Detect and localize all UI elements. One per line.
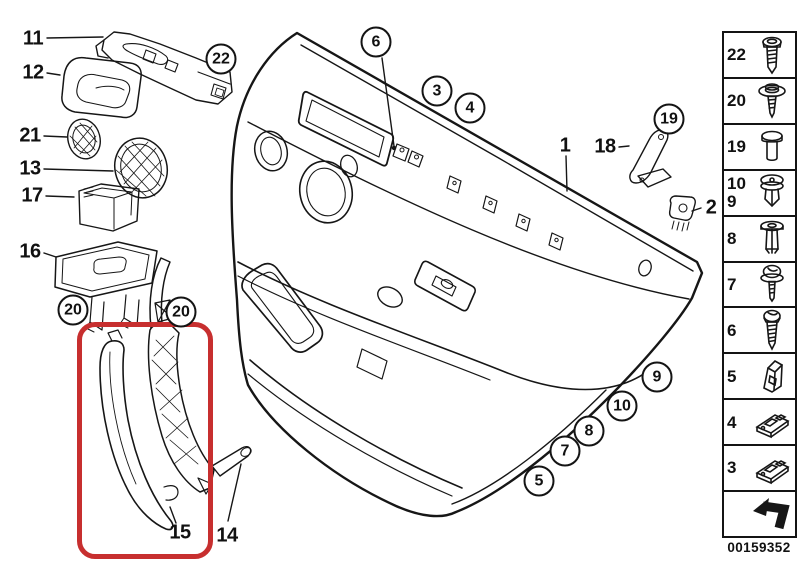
callout-9[interactable]: 9 — [641, 361, 673, 393]
legend-number: 10 — [727, 174, 746, 194]
legend-row-7[interactable]: 7 — [724, 263, 795, 309]
legend-row-labels: 20 — [727, 91, 749, 111]
mount-bracket-icon — [749, 451, 794, 485]
legend-row-4[interactable]: 4 — [724, 400, 795, 447]
legend-row-labels: 22 — [727, 45, 749, 65]
callout-10[interactable]: 10 — [606, 390, 638, 422]
expansion-rivet-icon — [749, 219, 794, 259]
callout-19[interactable]: 19 — [653, 103, 685, 135]
callout-13[interactable]: 13 — [19, 157, 41, 180]
legend-row-5[interactable]: 5 — [724, 354, 795, 401]
grommet-clip-icon — [749, 173, 794, 213]
callout-12[interactable]: 12 — [22, 61, 44, 84]
callout-7[interactable]: 7 — [549, 435, 581, 467]
part-21-speaker-cover-drawing — [67, 118, 101, 160]
direction-arrow-icon — [749, 496, 794, 532]
callout-18[interactable]: 18 — [594, 135, 616, 158]
part-12-handle-shell-drawing — [61, 56, 142, 119]
callout-16[interactable]: 16 — [19, 240, 41, 263]
legend-row-labels: 19 — [727, 137, 749, 157]
screw-washer-2-icon — [749, 264, 794, 304]
legend-number: 9 — [727, 191, 737, 211]
legend-number: 5 — [727, 366, 737, 386]
screw-washer-icon — [749, 81, 794, 121]
screw-pan-icon — [749, 35, 794, 75]
callout-21[interactable]: 21 — [19, 124, 41, 147]
callout-4[interactable]: 4 — [454, 92, 486, 124]
legend-row-labels: 7 — [727, 274, 749, 294]
leader-lines — [43, 36, 702, 524]
highlight-box — [77, 322, 213, 559]
legend-row-8[interactable]: 8 — [724, 217, 795, 263]
part-15-pull-handle-drawing — [99, 329, 179, 531]
callout-20[interactable]: 20 — [165, 296, 197, 328]
part-18-bracket-drawing — [629, 128, 672, 188]
callout-6[interactable]: 6 — [360, 26, 392, 58]
callout-8[interactable]: 8 — [573, 415, 605, 447]
legend-row-labels: 8 — [727, 228, 749, 248]
mount-bracket-icon — [749, 405, 794, 439]
legend-number: 8 — [727, 228, 737, 248]
cap-plug-icon — [749, 128, 794, 166]
legend-row-19[interactable]: 19 — [724, 125, 795, 171]
screw-thread-icon — [749, 309, 794, 352]
diagram-part-number: 00159352 — [727, 540, 791, 555]
legend-row-22[interactable]: 22 — [724, 33, 795, 79]
callout-11[interactable]: 11 — [22, 27, 44, 50]
legend-row-labels: 4 — [727, 412, 749, 432]
legend-number: 3 — [727, 458, 737, 478]
callout-20[interactable]: 20 — [57, 294, 89, 326]
callout-17[interactable]: 17 — [21, 184, 43, 207]
legend-row-arrow[interactable] — [724, 492, 795, 536]
part-11-handle-carrier-drawing — [95, 31, 233, 105]
legend-number: 7 — [727, 274, 737, 294]
legend-number: 4 — [727, 412, 737, 432]
angle-clip-icon — [749, 356, 794, 396]
callout-2[interactable]: 2 — [705, 196, 717, 219]
callout-1[interactable]: 1 — [559, 134, 571, 157]
callout-5[interactable]: 5 — [523, 465, 555, 497]
part-2-clip-drawing — [668, 195, 696, 232]
legend-row-6[interactable]: 6 — [724, 308, 795, 355]
legend-number: 20 — [727, 91, 746, 111]
part-17-switch-drawing — [78, 183, 140, 232]
legend-number: 19 — [727, 137, 746, 157]
legend-row-labels: 3 — [727, 458, 749, 478]
legend-row-labels: 6 — [727, 320, 749, 340]
legend-row-20[interactable]: 20 — [724, 79, 795, 125]
callout-3[interactable]: 3 — [421, 75, 453, 107]
callout-14[interactable]: 14 — [216, 524, 238, 547]
callout-22[interactable]: 22 — [205, 43, 237, 75]
callout-15[interactable]: 15 — [169, 521, 191, 544]
legend-number: 6 — [727, 320, 737, 340]
legend-row-3[interactable]: 3 — [724, 446, 795, 493]
legend-number: 22 — [727, 45, 746, 65]
legend-row-labels: 5 — [727, 366, 749, 386]
part-13-speaker-cover-drawing — [113, 137, 169, 199]
